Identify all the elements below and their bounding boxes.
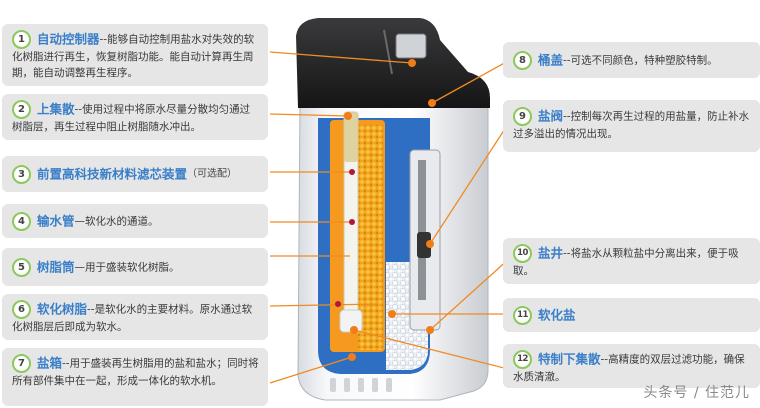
callout-description: --能够自动控制用盐水对失效的软化树脂进行再生，恢复树脂功能。能自动计算再生周期… xyxy=(12,33,255,80)
leader-lines xyxy=(269,51,513,384)
number-badge: 7 xyxy=(12,354,31,373)
callout-brine-tank: 7 盐箱--用于盛装再生树脂用的盐和盐水；同时将所有部件集中在一起，形成一体化的软… xyxy=(2,348,268,406)
number-badge: 6 xyxy=(12,300,31,319)
callout-title: 软化盐 xyxy=(538,307,576,323)
number-badge: 5 xyxy=(12,258,31,277)
callout-title: 盐阀 xyxy=(538,108,564,124)
control-display-screen xyxy=(395,33,427,59)
callout-title: 树脂筒 xyxy=(37,259,75,275)
tank-lid xyxy=(296,18,490,108)
callout-title: 盐箱 xyxy=(37,355,63,371)
callout-brine-well: 10 盐井--将盐水从颗粒盐中分离出来，便于吸取。 xyxy=(503,238,760,284)
number-badge: 3 xyxy=(12,165,31,184)
callout-description: --高精度的双层过滤功能，确保水质清澈。 xyxy=(513,353,745,384)
optional-note: （可选配） xyxy=(187,168,238,180)
number-badge: 12 xyxy=(513,350,532,369)
callout-description: —用于盛装软化树脂。 xyxy=(74,261,180,274)
callout-automatic-controller: 1 自动控制器--能够自动控制用盐水对失效的软化树脂进行再生，恢复树脂功能。能自动… xyxy=(2,24,268,86)
watermark: 头条号 / 住范儿 xyxy=(643,385,750,401)
callout-upper-distributor: 2 上集散--使用过程中将原水尽量分散均匀通过树脂层，再生过程中阻止树脂随水冲出。 xyxy=(2,94,268,140)
callout-description: --用于盛装再生树脂用的盐和盐水；同时将所有部件集中在一起，形成一体化的软水机。 xyxy=(12,357,259,388)
callout-title: 特制下集散 xyxy=(538,351,601,367)
callout-description: —软化水的通道。 xyxy=(74,215,159,228)
callout-lower-distributor: 12 特制下集散--高精度的双层过滤功能，确保水质清澈。 xyxy=(503,344,760,388)
number-badge: 10 xyxy=(513,244,532,263)
callout-description: --将盐水从颗粒盐中分离出来，便于吸取。 xyxy=(513,247,739,278)
callout-title: 输水管 xyxy=(37,213,75,229)
callout-description: --使用过程中将原水尽量分散均匀通过树脂层，再生过程中阻止树脂随水冲出。 xyxy=(12,103,251,134)
callout-title: 自动控制器 xyxy=(37,31,100,47)
callout-softening-salt: 11 软化盐 xyxy=(503,298,760,332)
leader-dots xyxy=(344,59,436,361)
number-badge: 11 xyxy=(513,306,532,325)
number-badge: 1 xyxy=(12,30,31,49)
callout-resin-tank: 5 树脂筒—用于盛装软化树脂。 xyxy=(2,248,268,286)
callout-description: --是软化水的主要材料。原水通过软化树脂层后即成为软水。 xyxy=(12,303,253,334)
callout-description: --可选不同颜色，特种塑胶特制。 xyxy=(563,54,718,67)
callout-title: 上集散 xyxy=(37,101,75,117)
callout-brine-valve: 9 盐阀--控制每次再生过程的用盐量，防止补水过多溢出的情况出现。 xyxy=(503,100,760,152)
callout-description: --控制每次再生过程的用盐量，防止补水过多溢出的情况出现。 xyxy=(513,110,750,141)
callout-water-pipe: 4 输水管—软化水的通道。 xyxy=(2,204,268,238)
callout-tank-lid: 8 桶盖--可选不同颜色，特种塑胶特制。 xyxy=(503,42,760,78)
cabinet-body xyxy=(297,97,489,401)
number-badge: 9 xyxy=(513,107,532,126)
callout-softening-resin: 6 软化树脂--是软化水的主要材料。原水通过软化树脂层后即成为软水。 xyxy=(2,294,268,340)
number-badge: 4 xyxy=(12,212,31,231)
callout-title: 软化树脂 xyxy=(37,301,88,317)
resin-tank-dots xyxy=(335,169,355,307)
number-badge: 8 xyxy=(513,51,532,70)
callout-title: 前置高科技新材料滤芯装置 xyxy=(37,166,188,182)
number-badge: 2 xyxy=(12,100,31,119)
callout-title: 盐井 xyxy=(538,245,564,261)
callout-title: 桶盖 xyxy=(538,52,564,68)
callout-prefilter: 3 前置高科技新材料滤芯装置（可选配） xyxy=(2,156,268,192)
